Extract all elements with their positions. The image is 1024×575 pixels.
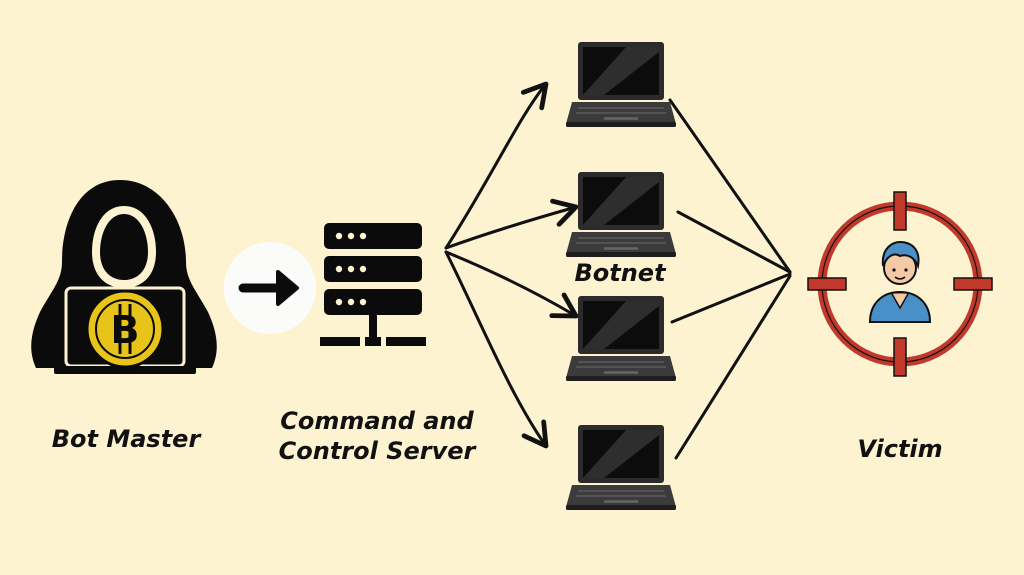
victim-label: Victim	[857, 435, 943, 463]
command-arrows	[444, 81, 579, 449]
command-control-server-label: Command and Control Server	[262, 406, 492, 466]
laptop-icon	[564, 170, 678, 259]
server-rack-icon	[320, 223, 426, 346]
cc-label-line2: Control Server	[278, 437, 476, 465]
svg-text:B: B	[111, 308, 140, 352]
target-victim-icon	[807, 191, 993, 377]
bot-master-label: Bot Master	[51, 425, 201, 453]
bitcoin-coin-icon: B	[85, 289, 165, 369]
laptop-icon	[564, 40, 678, 129]
botnet-label: Botnet	[574, 259, 666, 287]
attack-lines	[668, 98, 792, 460]
cc-label-line1: Command and	[280, 407, 474, 435]
laptop-icon	[564, 294, 678, 383]
right-arrow-icon	[224, 242, 316, 334]
laptop-icon	[564, 423, 678, 512]
